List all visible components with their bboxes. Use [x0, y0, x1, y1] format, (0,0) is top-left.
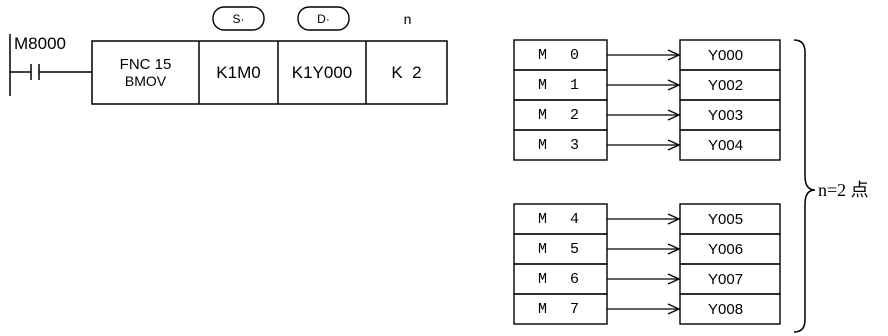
group-brace	[793, 39, 816, 333]
source-number: 0	[570, 47, 580, 64]
fnc-mnemonic: BMOV	[124, 73, 167, 89]
source-device: M	[538, 271, 548, 288]
destination-device: Y002	[708, 77, 744, 94]
contact-label: M8000	[14, 34, 66, 53]
source-number: 4	[570, 211, 580, 228]
dst-operand-cell: K1Y000	[291, 62, 353, 82]
arrow-head-icon	[667, 243, 681, 255]
brace-label: n=2 点	[818, 180, 869, 200]
destination-device: Y008	[708, 301, 744, 318]
source-number: 3	[570, 137, 580, 154]
arrow-head-icon	[667, 213, 681, 225]
fnc-number: FNC 15	[119, 56, 172, 73]
source-number: 6	[570, 271, 580, 288]
destination-device: Y007	[708, 271, 744, 288]
source-cell-box	[513, 233, 608, 265]
instruction-box	[91, 40, 448, 105]
source-cell-box	[513, 203, 608, 235]
arrow-head-icon	[667, 303, 681, 315]
source-cell-box	[513, 39, 608, 71]
destination-device: Y000	[708, 47, 744, 64]
source-cell-box	[513, 99, 608, 131]
source-device: M	[538, 77, 548, 94]
source-number: 5	[570, 241, 580, 258]
source-device: M	[538, 241, 548, 258]
destination-device: Y005	[708, 211, 744, 228]
source-device: M	[538, 301, 548, 318]
destination-device: Y006	[708, 241, 744, 258]
arrow-head-icon	[667, 273, 681, 285]
source-device: M	[538, 137, 548, 154]
source-cell-box	[513, 69, 608, 101]
arrow-head-icon	[667, 79, 681, 91]
source-device: M	[538, 211, 548, 228]
n-operand-cell: K 2	[391, 62, 422, 82]
arrow-head-icon	[667, 49, 681, 61]
source-cell-box	[513, 293, 608, 325]
source-cell-box	[513, 129, 608, 161]
dst-operand-header: D·	[317, 11, 330, 26]
src-operand-header: S·	[232, 11, 245, 26]
arrow-head-icon	[667, 139, 681, 151]
instruction-name-cell: FNC 15 BMOV	[92, 41, 199, 104]
src-operand-cell: K1M0	[216, 62, 261, 82]
source-cell-box	[513, 263, 608, 295]
dst-header-oval	[297, 6, 350, 31]
n-operand-header: n	[403, 10, 412, 27]
destination-device: Y003	[708, 107, 744, 124]
source-device: M	[538, 107, 548, 124]
source-number: 7	[570, 301, 580, 318]
source-number: 1	[570, 77, 580, 94]
arrow-head-icon	[667, 109, 681, 121]
source-number: 2	[570, 107, 580, 124]
src-header-oval	[212, 6, 265, 31]
source-device: M	[538, 47, 548, 64]
destination-device: Y004	[708, 137, 744, 154]
